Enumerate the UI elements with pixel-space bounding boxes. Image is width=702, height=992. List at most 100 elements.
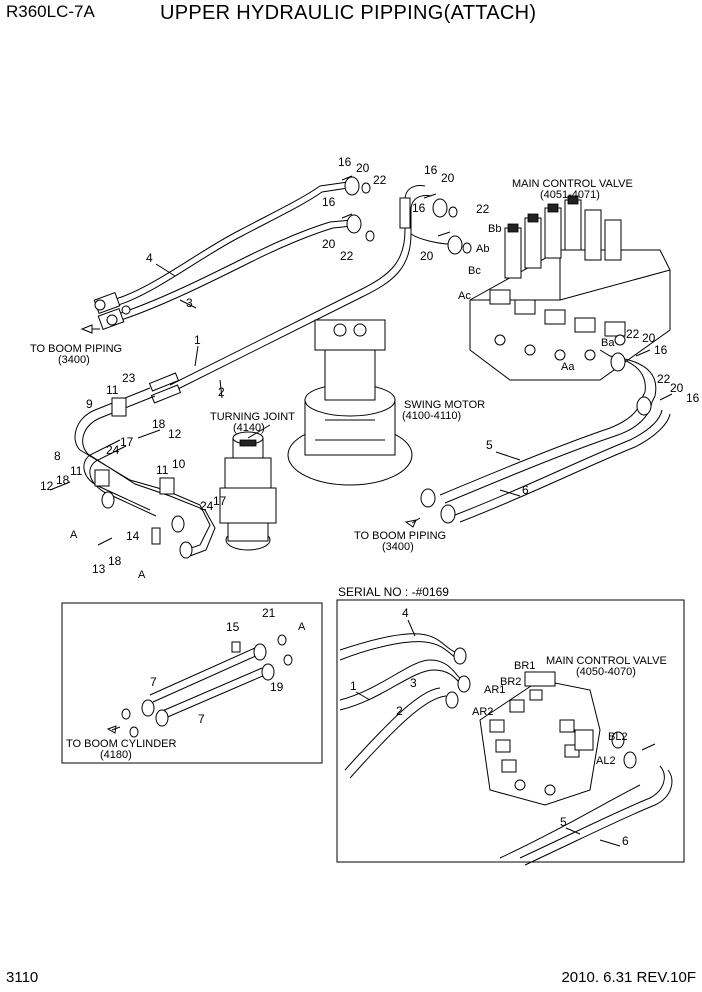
callout-6: 6 [622,834,629,848]
callout-22: 22 [657,372,671,386]
callout-11: 11 [106,383,119,397]
revision-date: 2010. 6.31 REV.10F [561,969,696,986]
callout-10: 10 [172,457,186,471]
callout-13: 13 [92,562,106,576]
callout-11: 11 [70,464,83,478]
left-fittings [93,292,131,330]
hose-pair-1-2 [148,185,451,404]
to-boom-piping-left-ref: (3400) [58,354,90,366]
callout-20: 20 [322,237,336,251]
port-bb: Bb [488,223,501,235]
callout-8: 8 [54,449,61,463]
callout-5: 5 [486,438,493,452]
callout-18: 18 [56,473,70,487]
to-boom-cylinder-label: TO BOOM CYLINDER [66,738,176,750]
to-boom-cylinder-ref: (4180) [100,749,132,761]
turning-joint-ref: (4140) [233,422,265,434]
inset-box-left [61,602,323,764]
inset-left-hoses [121,634,293,738]
callout-19: 19 [270,680,284,694]
arrow-left-icon [80,324,100,334]
callout-22: 22 [626,327,640,341]
callout-20: 20 [441,171,455,185]
port-ab: Ab [476,243,489,255]
callout-3: 3 [186,296,193,310]
to-boom-piping-bottom-label: TO BOOM PIPING [354,530,446,542]
callout-11: 11 [156,463,169,477]
callout-22: 22 [476,202,490,216]
callout-1: 1 [194,333,201,347]
mcv-flanges [423,193,472,255]
bottom-right-fittings [420,349,673,524]
callout-7: 7 [198,712,205,726]
port-ar2: AR2 [472,706,493,718]
swing-motor [287,319,413,486]
callout-5: 5 [560,815,567,829]
port-a-2: A [138,569,146,581]
callout-24: 24 [106,443,120,457]
callout-7: 7 [150,675,157,689]
callout-18: 18 [108,554,122,568]
port-br2: BR2 [500,676,521,688]
inset-right-hoses [339,633,673,866]
callout-16: 16 [338,155,352,169]
to-boom-piping-bottom-ref: (3400) [382,541,414,553]
callout-18: 18 [152,417,166,431]
arrow-inset-icon [106,725,121,734]
port-ba: Ba [601,337,615,349]
callout-9: 9 [86,397,93,411]
port-bc: Bc [468,265,481,277]
callout-3: 3 [410,676,417,690]
inset-box-right [336,599,685,863]
callout-23: 23 [122,371,136,385]
main-control-valve-2-ref: (4050-4070) [576,666,636,678]
model-number: R360LC-7A [6,2,95,21]
callout-24: 24 [200,499,214,513]
callout-16: 16 [686,391,700,405]
port-br1: BR1 [514,660,535,672]
callout-16: 16 [424,163,438,177]
sheet-number: 3110 [6,969,39,986]
callout-20: 20 [642,331,656,345]
callout-20: 20 [356,161,370,175]
port-a-1: A [70,529,78,541]
main-control-valve-upper [469,195,671,381]
callout-16: 16 [412,201,426,215]
page-title: UPPER HYDRAULIC PIPPING(ATTACH) [160,2,537,24]
callout-20: 20 [670,381,684,395]
port-a-3: A [298,621,306,633]
arrow-bottom-icon [404,517,421,528]
callout-6: 6 [522,483,529,497]
callout-14: 14 [126,529,140,543]
callout-12: 12 [40,479,54,493]
callout-21: 21 [262,606,276,620]
callout-4: 4 [402,606,409,620]
port-aa: Aa [561,361,575,373]
main-control-valve-ref: (4051-4071) [540,189,600,201]
callout-22: 22 [340,249,354,263]
serial-no-label: SERIAL NO : -#0169 [338,585,449,599]
callout-17: 17 [120,435,134,449]
callout-22: 22 [373,173,387,187]
main-control-valve-label: MAIN CONTROL VALVE [512,178,633,190]
port-ar1: AR1 [484,684,505,696]
swing-motor-ref: (4100-4110) [402,410,461,422]
callout-15: 15 [226,620,240,634]
swing-motor-label: SWING MOTOR [404,399,485,411]
port-ac: Ac [458,290,471,302]
main-control-valve-2-label: MAIN CONTROL VALVE [546,655,667,667]
callout-16: 16 [322,195,336,209]
callout-20: 20 [420,249,434,263]
upper-right-flanges [341,175,375,242]
callout-12: 12 [168,427,182,441]
callout-16: 16 [654,343,668,357]
leader-lines [155,263,621,847]
main-control-valve-lower [479,671,601,806]
hose-pair-3-4 [111,181,353,321]
to-boom-piping-left-label: TO BOOM PIPING [30,343,122,355]
port-al2: AL2 [596,755,616,767]
callout-4: 4 [146,251,153,265]
turning-joint-label: TURNING JOINT [210,411,295,423]
turning-joint [219,424,277,551]
